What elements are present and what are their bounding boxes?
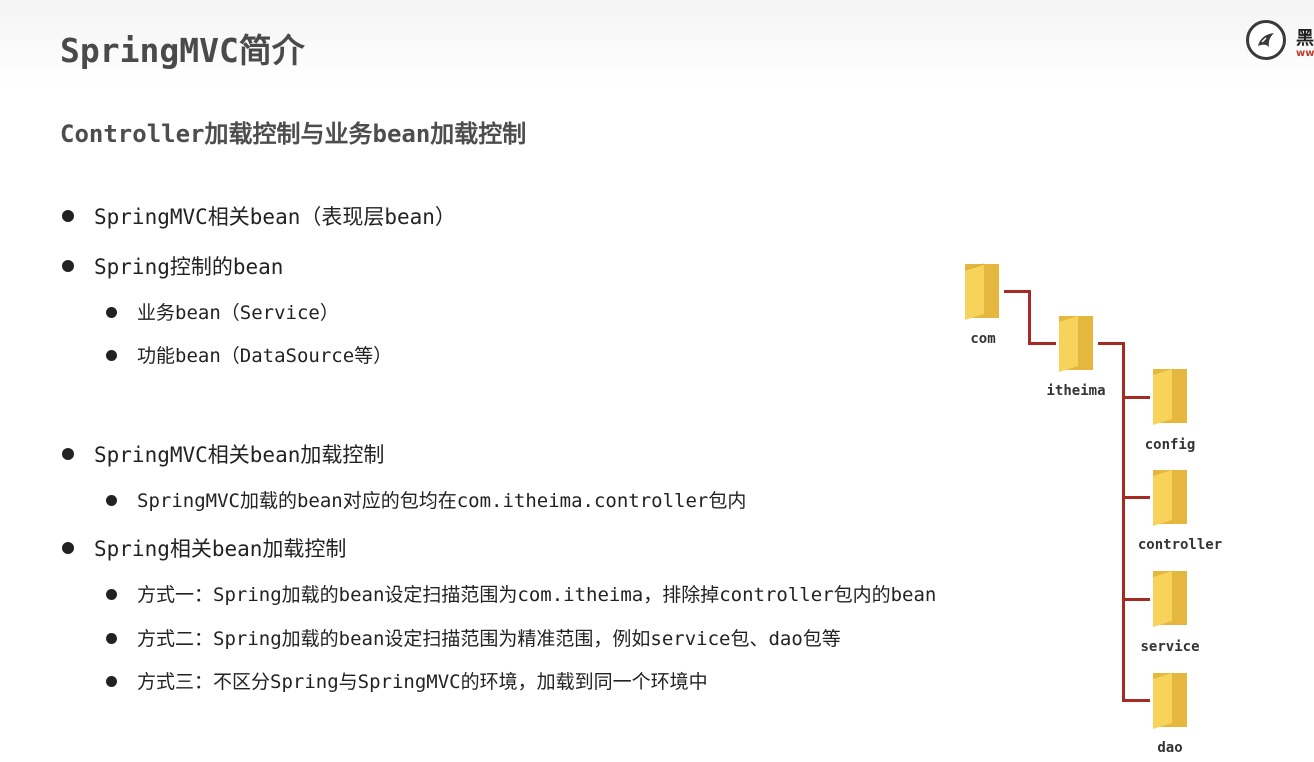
folder-itheima-icon	[1056, 314, 1096, 378]
bullet-text: 方式三：不区分Spring与SpringMVC的环境，加载到同一个环境中	[137, 671, 708, 693]
header-band	[0, 0, 1314, 86]
bullet-dot-icon	[62, 542, 74, 554]
connector-itheima	[1098, 342, 1125, 345]
folder-com-icon	[962, 262, 1002, 326]
folder-label-controller: controller	[1137, 537, 1223, 553]
brand-logo: 黑 ww	[1246, 18, 1314, 66]
bullet-service-bean: 业务bean（Service）	[106, 298, 339, 325]
connector-to-dao	[1122, 699, 1150, 702]
folder-config-icon	[1150, 367, 1190, 431]
connector-to-service	[1122, 598, 1150, 601]
bullet-text: 功能bean（DataSource等）	[137, 345, 393, 367]
folder-label-itheima: itheima	[1046, 383, 1106, 399]
page-title: SpringMVC简介	[60, 31, 305, 70]
folder-label-dao: dao	[1157, 740, 1183, 756]
bullet-dot-icon	[106, 675, 117, 687]
connector-to-itheima	[1028, 342, 1056, 345]
folder-label-com: com	[970, 331, 996, 347]
folder-dao-icon	[1150, 671, 1190, 735]
section-subtitle: Controller加载控制与业务bean加载控制	[60, 120, 527, 148]
bullet-dot-icon	[106, 306, 117, 318]
bullet-dot-icon	[106, 588, 117, 600]
connector-com	[1004, 290, 1030, 293]
bullet-springmvc-bean: SpringMVC相关bean（表现层bean）	[62, 201, 456, 231]
bullet-text: 业务bean（Service）	[137, 302, 339, 324]
bullet-dot-icon	[106, 494, 117, 506]
bullet-text: SpringMVC相关bean（表现层bean）	[94, 205, 456, 229]
folder-service-icon	[1150, 569, 1190, 633]
folder-controller-icon	[1150, 468, 1190, 532]
connector-trunk	[1122, 342, 1125, 702]
logo-text: 黑	[1296, 28, 1314, 49]
bullet-controller-package: SpringMVC加载的bean对应的包均在com.itheima.contro…	[106, 486, 746, 513]
bullet-text: 方式一：Spring加载的bean设定扫描范围为com.itheima，排除掉c…	[137, 584, 937, 606]
connector-to-config	[1122, 396, 1150, 399]
bullet-dot-icon	[106, 349, 117, 361]
folder-label-config: config	[1144, 437, 1196, 453]
folder-label-service: service	[1140, 639, 1200, 655]
bullet-dot-icon	[62, 260, 74, 272]
bullet-spring-load-control: Spring相关bean加载控制	[62, 533, 346, 563]
bullet-text: SpringMVC相关bean加载控制	[94, 443, 385, 467]
bullet-method-one: 方式一：Spring加载的bean设定扫描范围为com.itheima，排除掉c…	[106, 580, 936, 607]
bullet-text: SpringMVC加载的bean对应的包均在com.itheima.contro…	[137, 490, 747, 512]
connector-to-controller	[1122, 496, 1150, 499]
bullet-method-two: 方式二：Spring加载的bean设定扫描范围为精准范围，例如service包、…	[106, 624, 841, 651]
bullet-method-three: 方式三：不区分Spring与SpringMVC的环境，加载到同一个环境中	[106, 667, 708, 694]
bullet-text: Spring相关bean加载控制	[94, 537, 347, 561]
logo-emblem-icon	[1246, 20, 1286, 60]
connector-com-down	[1028, 290, 1031, 344]
bullet-dot-icon	[62, 448, 74, 460]
bullet-springmvc-load-control: SpringMVC相关bean加载控制	[62, 439, 384, 469]
logo-subtext: ww	[1296, 48, 1314, 59]
bullet-spring-bean: Spring控制的bean	[62, 251, 283, 281]
bullet-text: Spring控制的bean	[94, 255, 284, 279]
bullet-text: 方式二：Spring加载的bean设定扫描范围为精准范围，例如service包、…	[137, 628, 841, 650]
bullet-dot-icon	[106, 632, 117, 644]
bullet-datasource-bean: 功能bean（DataSource等）	[106, 341, 392, 368]
bullet-dot-icon	[62, 210, 74, 222]
